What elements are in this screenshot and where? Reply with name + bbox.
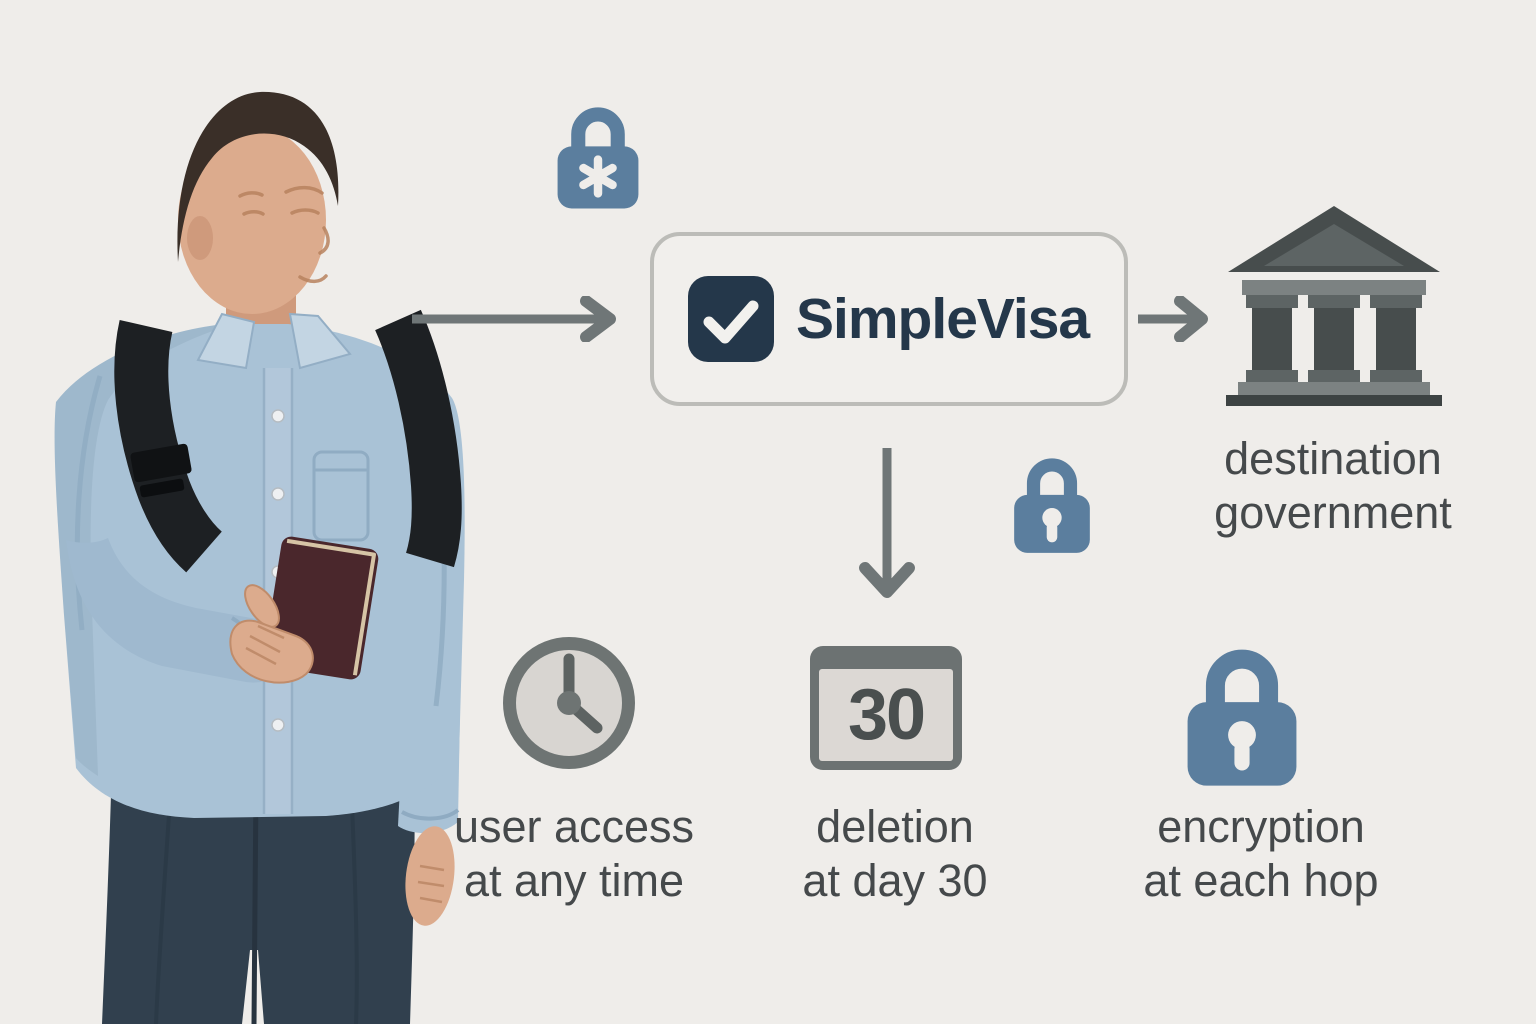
traveler-hair: [177, 91, 339, 262]
calendar-icon: 30: [810, 646, 962, 770]
traveler-left-hand: [405, 826, 455, 926]
asterisk-icon: [579, 155, 617, 198]
label-line: at any time: [463, 855, 685, 906]
simplevisa-node: SimpleVisa: [650, 232, 1128, 406]
deletion-label: deletion at day 30: [725, 800, 1065, 908]
label-line: destination: [1224, 433, 1442, 484]
brand-title: SimpleVisa: [796, 287, 1090, 351]
arrow-down-icon: [859, 448, 915, 598]
government-building-icon: [1226, 206, 1442, 406]
arrow-right-icon: [412, 296, 616, 342]
calendar-face: 30: [819, 669, 953, 761]
traveler-photo: [54, 91, 465, 1024]
traveler-face: [238, 185, 330, 284]
traveler-right-hand: [229, 584, 314, 684]
label-line: user access: [453, 801, 695, 852]
traveler-ear: [187, 216, 213, 260]
calendar-day: 30: [847, 675, 926, 755]
arrow-right-icon: [1138, 296, 1208, 342]
traveler-pocket: [312, 450, 370, 542]
destination-government-label: destination government: [1150, 432, 1516, 540]
strap-loop: [139, 478, 185, 498]
password-lock-icon: [557, 107, 639, 209]
label-line: at day 30: [802, 855, 988, 906]
checkmark-icon: [688, 276, 774, 362]
traveler-arm-crease: [74, 375, 103, 631]
label-line: deletion: [816, 801, 974, 852]
user-access-label: user access at any time: [404, 800, 744, 908]
clock-icon: [503, 637, 635, 769]
label-line: at each hop: [1143, 855, 1379, 906]
label-line: government: [1214, 487, 1452, 538]
encryption-label: encryption at each hop: [1091, 800, 1431, 908]
keyhole-icon: [1228, 721, 1256, 749]
transfer-lock-icon: [1014, 458, 1090, 553]
traveler-collar: [196, 312, 352, 370]
encryption-lock-icon: [1187, 649, 1297, 786]
traveler-head: [178, 126, 326, 314]
label-line: encryption: [1157, 801, 1365, 852]
traveler-cuff: [401, 808, 460, 821]
keyhole-icon: [1042, 508, 1062, 528]
strap-buckle: [130, 443, 192, 483]
